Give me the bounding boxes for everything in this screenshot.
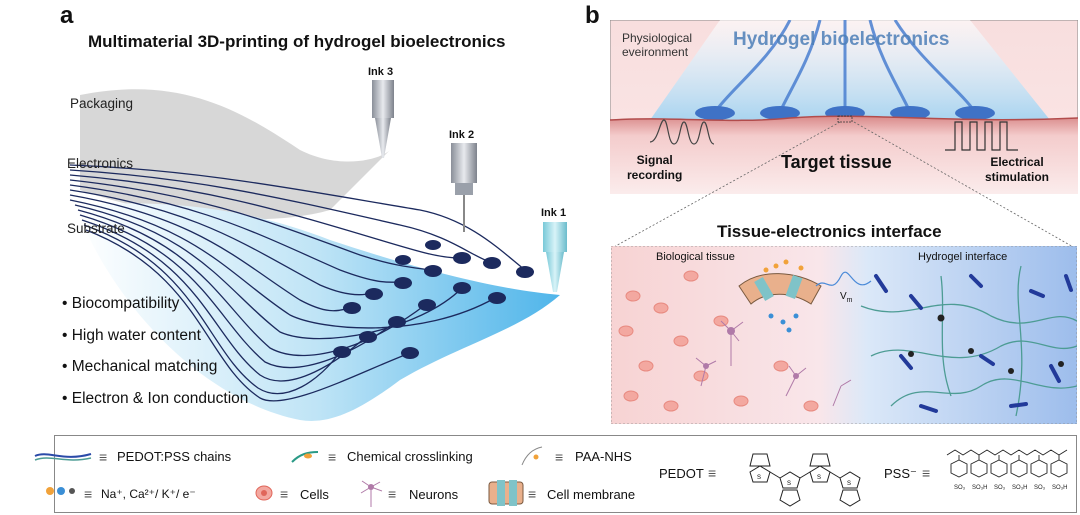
pss-structure: SO₃ SO₃H SO₃ SO₃H SO₃ SO₃H	[946, 449, 1067, 491]
legend-cells-label: Cells	[300, 487, 329, 502]
equals-symbol: ≡	[99, 449, 107, 465]
cell-membrane-icon	[488, 480, 524, 506]
legend-pedot-label: PEDOT	[659, 466, 704, 481]
interface-title: Tissue-electronics interface	[717, 222, 942, 241]
property-item: High water content	[62, 320, 248, 352]
sulfur-atom-label: S	[757, 475, 761, 481]
ink2-nozzle	[451, 143, 477, 232]
legend-pedot-pss-label: PEDOT:PSS chains	[117, 449, 232, 464]
packaging-label: Packaging	[70, 96, 134, 111]
property-item: Biocompatibility	[62, 288, 248, 320]
stimulation-waveform	[945, 121, 1018, 151]
electrode-pads	[333, 240, 534, 359]
sulfur-atom-label: S	[787, 481, 791, 487]
property-item: Mechanical matching	[62, 351, 248, 383]
equals-symbol: ≡	[84, 486, 92, 502]
ink3-nozzle	[372, 80, 394, 158]
signal-waveform	[649, 119, 715, 145]
sulfonic-acid-label: SO₃H	[1052, 485, 1067, 491]
zoom-guides	[611, 121, 1076, 249]
sulfur-atom-label: S	[847, 481, 851, 487]
equals-symbol: ≡	[708, 465, 716, 481]
hydrogel-fibers	[713, 20, 977, 113]
panel-a-letter: a	[60, 2, 74, 29]
ink2-label: Ink 2	[449, 129, 475, 141]
legend-box	[54, 435, 1077, 513]
property-item: Electron & Ion conduction	[62, 383, 249, 415]
signal-recording-label: Signal recording	[627, 153, 683, 182]
interface-illustration	[611, 246, 1077, 424]
sulfonate-label: SO₃	[954, 485, 966, 491]
sulfonate-label: SO₃	[994, 485, 1006, 491]
physiological-label: Physiological eveironment	[622, 31, 693, 59]
hydrogel-tissue-illustration	[610, 20, 1078, 194]
sulfonate-label: SO₃	[1034, 485, 1046, 491]
equals-symbol: ≡	[280, 486, 288, 502]
biological-tissue-label: Biological tissue	[656, 251, 735, 263]
ink1-label: Ink 1	[541, 207, 567, 219]
legend-pss-label: PSS⁻	[884, 466, 917, 481]
cell-icon	[255, 485, 273, 501]
legend-paa-label: PAA-NHS	[575, 449, 632, 464]
vm-symbol: V	[840, 291, 847, 302]
vm-subscript: m	[846, 297, 853, 304]
hydrogel-interface-label: Hydrogel interface	[918, 251, 1008, 263]
sulfonic-acid-label: SO₃H	[972, 485, 987, 491]
cell-group	[618, 270, 819, 412]
neuron-icon	[360, 480, 383, 507]
crosslinks	[908, 314, 1064, 374]
ink1-nozzle	[543, 222, 567, 292]
panel-a-title: Multimaterial 3D-printing of hydrogel bi…	[88, 32, 506, 51]
electrical-stimulation-label: Electrical stimulation	[985, 155, 1050, 184]
ink3-label: Ink 3	[368, 66, 394, 78]
equals-symbol: ≡	[528, 486, 536, 502]
hydrogel-bioelectronics-title: Hydrogel bioelectronics	[733, 29, 950, 50]
sulfonic-acid-label: SO₃H	[1012, 485, 1027, 491]
equals-symbol: ≡	[922, 465, 930, 481]
membrane-potential-label: Vm	[840, 291, 853, 304]
crosslinking-icon	[291, 451, 319, 463]
hydrogel-network	[860, 265, 1077, 417]
equals-symbol: ≡	[555, 449, 563, 465]
legend-crosslinking-label: Chemical crosslinking	[347, 449, 473, 464]
equals-symbol: ≡	[388, 486, 396, 502]
sulfur-atom-label: S	[817, 475, 821, 481]
electronics-label: Electronics	[67, 156, 134, 171]
panel-b-letter: b	[585, 2, 600, 29]
legend-membrane-label: Cell membrane	[547, 487, 636, 502]
legend-ions-label: Na⁺, Ca²⁺/ K⁺/ e⁻	[101, 487, 196, 501]
equals-symbol: ≡	[328, 449, 336, 465]
packaging-layer	[80, 89, 390, 220]
pedot-structure: S S S S	[749, 453, 861, 507]
target-tissue-label: Target tissue	[781, 152, 892, 172]
property-list: Biocompatibility High water content Mech…	[62, 288, 249, 415]
substrate-label: Substrate	[67, 221, 125, 236]
legend-neurons-label: Neurons	[409, 487, 459, 502]
pedot-chains	[874, 274, 1073, 413]
ions-icon	[46, 487, 75, 495]
hydrogel-contacts	[695, 106, 995, 120]
pedot-pss-chain-icon	[34, 453, 92, 461]
paa-nhs-icon	[521, 446, 543, 466]
